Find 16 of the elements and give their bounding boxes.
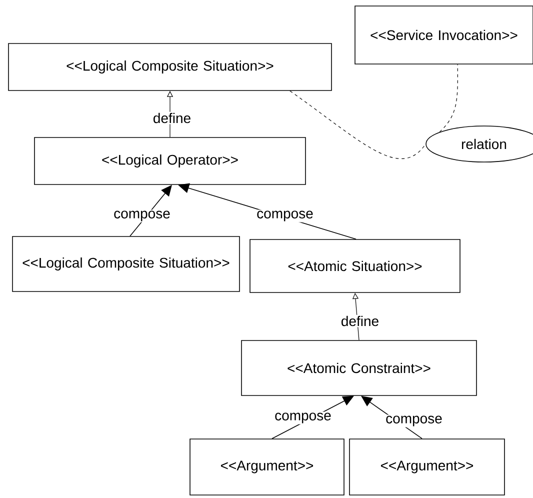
class-box: <<Logical Composite Situation>> — [12, 236, 240, 292]
class-box: <<Logical Operator>> — [34, 137, 306, 185]
class-box: <<Argument>> — [190, 438, 344, 496]
class-box: <<Atomic Constraint>> — [241, 340, 477, 396]
edge-label: compose — [256, 210, 314, 222]
edge-label: compose — [384, 414, 444, 428]
class-box: <<Logical Composite Situation>> — [8, 43, 332, 91]
edge-label: compose — [274, 412, 332, 424]
class-box: <<Service Invocation>> — [354, 6, 533, 64]
dotted-connector — [439, 64, 458, 132]
dotted-connector — [290, 90, 426, 159]
edge-label: compose — [112, 210, 172, 222]
class-box: <<Atomic Situation>> — [250, 239, 460, 293]
class-box: <<Argument>> — [349, 438, 505, 496]
edge-label: define — [152, 112, 192, 124]
edge-label: define — [340, 314, 380, 328]
